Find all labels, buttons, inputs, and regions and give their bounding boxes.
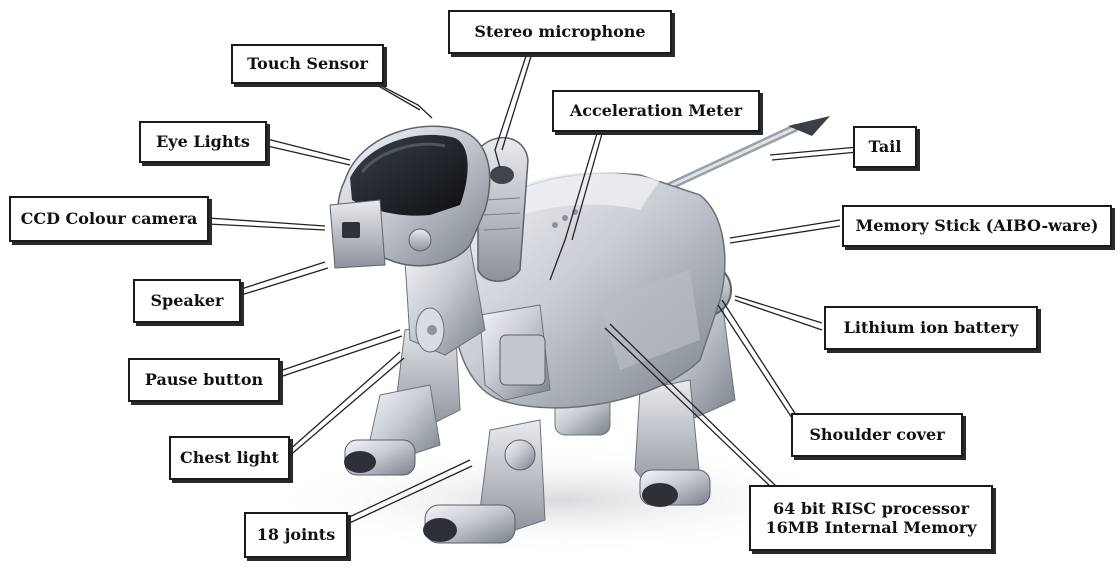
label-speaker-text: Speaker [151,291,224,310]
label-processor-line2: 16MB Internal Memory [765,518,976,537]
robot-head [330,126,490,268]
label-lithium-ion-battery-text: Lithium ion battery [844,318,1019,337]
label-tail: Tail [853,126,917,168]
label-acceleration-meter-text: Acceleration Meter [570,101,742,120]
leader-eye-lights [263,138,350,160]
leader-touch-sensor-b [375,84,420,110]
leader-pause-button-b [277,336,402,378]
label-stereo-microphone: Stereo microphone [448,10,672,54]
label-processor-line1: 64 bit RISC processor [773,499,969,518]
label-shoulder-cover: Shoulder cover [791,413,963,457]
label-touch-sensor-text: Touch Sensor [247,54,368,73]
label-memory-stick: Memory Stick (AIBO-ware) [842,205,1112,247]
leader-lithium-battery-b [735,300,822,330]
leader-stereo-microphone-b [502,50,533,150]
leader-eye-lights-b [263,145,350,165]
label-acceleration-meter: Acceleration Meter [552,90,760,132]
label-ccd-colour-camera: CCD Colour camera [9,196,209,242]
leader-speaker-b [238,268,328,296]
label-processor-memory: 64 bit RISC processor 16MB Internal Memo… [749,485,993,551]
label-chest-light-text: Chest light [180,448,279,467]
label-18-joints-text: 18 joints [257,525,335,544]
label-pause-button: Pause button [128,358,280,402]
label-ccd-colour-camera-text: CCD Colour camera [21,209,198,228]
label-stereo-microphone-text: Stereo microphone [474,22,645,41]
label-18-joints: 18 joints [244,512,348,558]
label-pause-button-text: Pause button [145,370,263,389]
label-touch-sensor: Touch Sensor [231,44,384,84]
label-eye-lights: Eye Lights [139,121,267,163]
leader-lithium-battery [735,296,822,323]
leader-speaker [238,262,325,290]
label-chest-light: Chest light [169,436,290,480]
label-tail-text: Tail [869,137,902,156]
label-shoulder-cover-text: Shoulder cover [809,425,944,444]
label-memory-stick-text: Memory Stick (AIBO-ware) [856,216,1099,235]
label-lithium-ion-battery: Lithium ion battery [824,306,1038,350]
label-eye-lights-text: Eye Lights [156,132,250,151]
leader-pause-button [277,330,400,372]
label-speaker: Speaker [133,279,241,323]
